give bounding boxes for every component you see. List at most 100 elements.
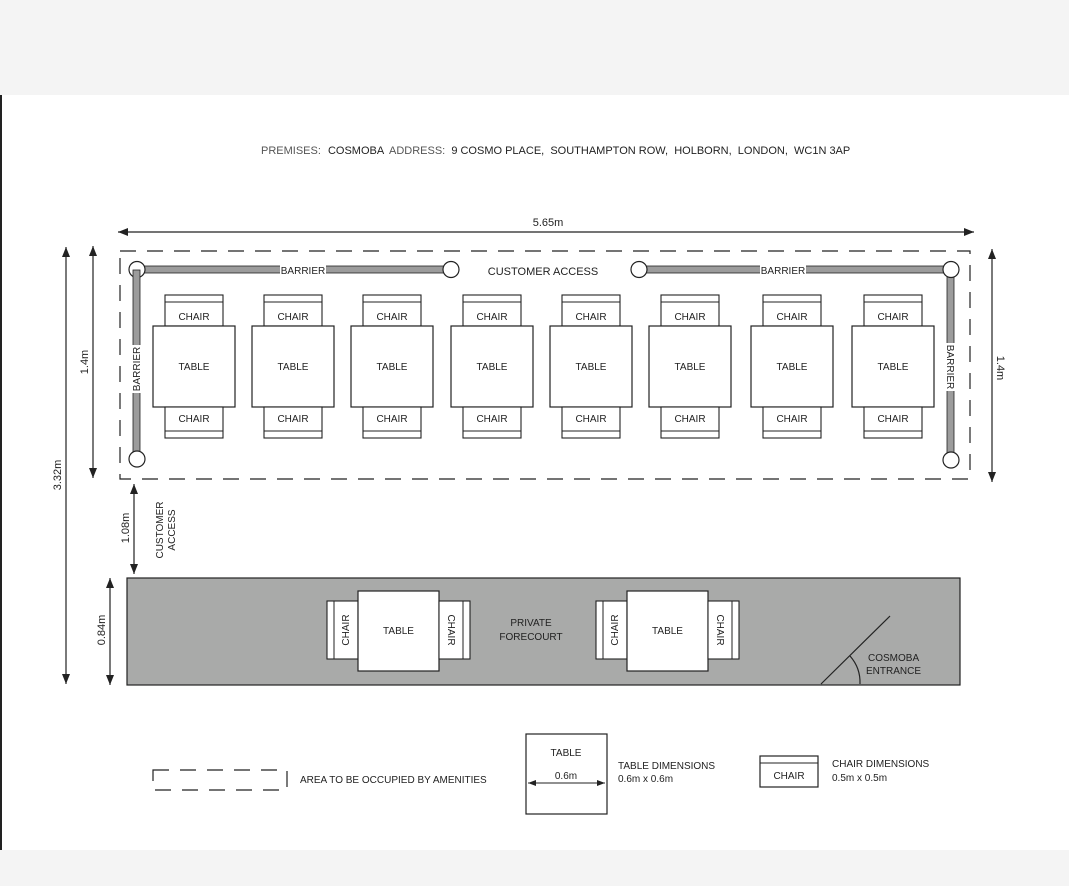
door-arc [849, 655, 861, 685]
legend-table-label: TABLE [551, 748, 582, 759]
chair-label: CHAIR [610, 614, 621, 645]
table-label: TABLE [179, 362, 210, 373]
table [152, 325, 236, 408]
table [357, 590, 440, 672]
width-dimension-label: 5.65m [533, 217, 564, 229]
customer-access-side-label-2: ACCESS [167, 509, 178, 550]
area-height-right-dimension: 1.4m [988, 249, 1006, 482]
arrowhead [89, 468, 97, 478]
chair-label: CHAIR [341, 614, 352, 645]
chair-label: CHAIR [178, 312, 209, 323]
table [450, 325, 534, 408]
barrier-left: BARRIER [128, 269, 146, 468]
arrowhead [130, 564, 138, 574]
private-forecourt [126, 577, 961, 686]
area-height-left-label: 1.4m [79, 350, 91, 374]
legend-table-dims-title: TABLE DIMENSIONS [618, 761, 715, 772]
table-label: TABLE [383, 626, 414, 637]
chair [863, 294, 923, 327]
chair-label: CHAIR [178, 414, 209, 425]
chair [462, 294, 522, 327]
chair-label: CHAIR [776, 312, 807, 323]
table-label: TABLE [477, 362, 508, 373]
door-leaf [820, 615, 891, 685]
chair-label: CHAIR [376, 414, 407, 425]
arrowhead [106, 675, 114, 685]
legend-chair-dims-title: CHAIR DIMENSIONS [832, 759, 930, 770]
arrowhead [62, 247, 70, 257]
chair-label: CHAIR [277, 414, 308, 425]
chair [263, 406, 323, 439]
barrier-label-bg [944, 343, 957, 391]
legend-chair-swatch [759, 755, 819, 788]
chair-label: CHAIR [376, 312, 407, 323]
barrier-post [630, 260, 648, 279]
arrowhead [89, 246, 97, 256]
customer-access-side-label-1: CUSTOMER [155, 501, 166, 558]
table-label: TABLE [278, 362, 309, 373]
arrowhead [964, 228, 974, 236]
forecourt-height-dimension: 0.84m [96, 578, 114, 685]
width-dimension: 5.65m [118, 217, 974, 236]
table-set: CHAIR TABLE CHAIR [450, 294, 534, 439]
legend: AREA TO BE OCCUPIED BY AMENITIES TABLE 0… [152, 733, 930, 815]
table-label: TABLE [576, 362, 607, 373]
chair [595, 600, 628, 660]
barrier-right: BARRIER [942, 260, 960, 469]
premises-line: PREMISES: COSMOBA [261, 145, 385, 157]
chair-label: CHAIR [575, 312, 606, 323]
entrance-label-1: COSMOBA [868, 653, 919, 664]
legend-table-swatch [525, 733, 608, 815]
table-label: TABLE [777, 362, 808, 373]
table-label: TABLE [652, 626, 683, 637]
top-band [0, 0, 1069, 95]
customer-access-label-top: CUSTOMER ACCESS [488, 266, 598, 278]
barrier-post [942, 260, 960, 279]
arrowhead [528, 780, 536, 786]
arrowhead [106, 578, 114, 588]
arrowhead [597, 780, 605, 786]
entrance-door-swing: COSMOBA ENTRANCE [820, 615, 921, 685]
table [851, 325, 935, 408]
chair-label: CHAIR [277, 312, 308, 323]
chair [362, 294, 422, 327]
forecourt-label-1: PRIVATE [510, 618, 552, 629]
legend-area-swatch [152, 769, 288, 791]
chair-label: CHAIR [476, 414, 507, 425]
forecourt-height-label: 0.84m [96, 615, 108, 646]
total-height-dimension: 3.32m [52, 247, 70, 684]
table-label: TABLE [878, 362, 909, 373]
address-value: 9 COSMO PLACE, SOUTHAMPTON ROW, HOLBORN,… [451, 145, 850, 157]
chair-label: CHAIR [877, 312, 908, 323]
chair [326, 600, 359, 660]
barrier-label-bg [760, 264, 806, 276]
barrier-post [128, 450, 146, 468]
legend-chair-label: CHAIR [773, 771, 804, 782]
barrier-post [942, 451, 960, 469]
legend-table-dims-value: 0.6m x 0.6m [618, 774, 673, 785]
table [750, 325, 834, 408]
bottom-band [0, 850, 1069, 881]
chair [263, 294, 323, 327]
barrier-top-left: BARRIER [128, 260, 460, 279]
chair-label: CHAIR [476, 312, 507, 323]
table [626, 590, 709, 672]
access-height-dimension: 1.08m CUSTOMER ACCESS [120, 484, 178, 574]
premises-value: COSMOBA [328, 145, 385, 157]
chair [660, 406, 720, 439]
barrier-label: BARRIER [761, 266, 805, 277]
address-line: ADDRESS: 9 COSMO PLACE, SOUTHAMPTON ROW,… [389, 145, 850, 157]
chair-label: CHAIR [674, 414, 705, 425]
table-set: CHAIR TABLE CHAIR [251, 294, 335, 439]
legend-chair-dims-value: 0.5m x 0.5m [832, 773, 887, 784]
chair [762, 406, 822, 439]
barrier-label-bg [130, 345, 143, 393]
